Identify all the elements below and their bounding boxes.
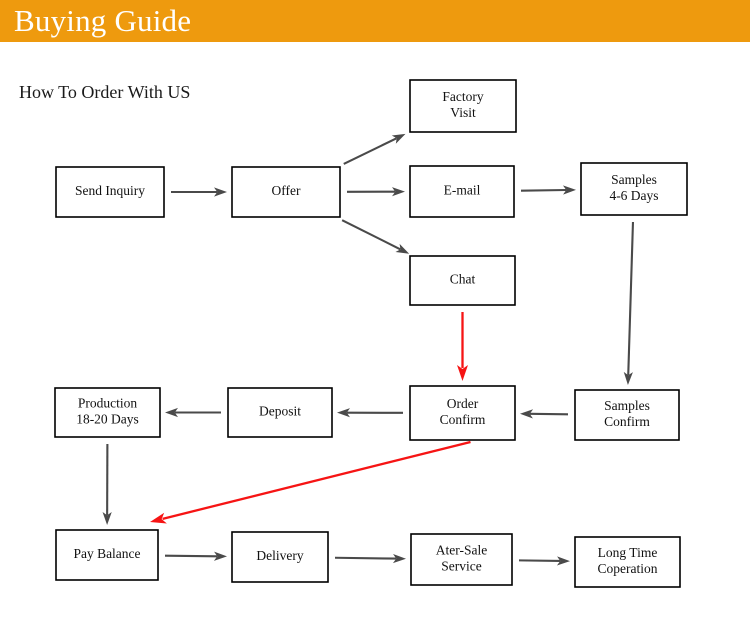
flow-node-send-inquiry[interactable]: Send Inquiry [55,166,165,218]
flow-node-email[interactable]: E-mail [409,165,515,218]
flow-node-box [574,389,680,441]
flow-node-label: Send Inquiry [75,183,145,198]
flow-node-box [580,162,688,216]
flow-edge-order-confirm-to-pay-balance [150,440,471,524]
flow-node-label: Visit [450,105,476,120]
flow-node-label: Coperation [598,561,658,576]
flow-node-label: Production [78,396,137,411]
arrow-shaft [518,559,561,563]
flow-node-box [231,166,341,218]
flow-node-label: Confirm [604,414,650,429]
flow-edge-email-to-samples-days [520,185,577,195]
flow-node-label: Offer [272,183,301,198]
flow-node-label: Samples [611,172,657,187]
arrow-head [556,556,571,566]
flow-node-label: Pay Balance [73,546,140,561]
flow-node-label: E-mail [444,183,481,198]
flow-node-label: Long Time [598,545,658,560]
arrow-head [102,511,112,526]
flow-edge-deposit-to-production [165,407,221,418]
page-header-band: Buying Guide [0,0,750,42]
flow-node-offer[interactable]: Offer [231,166,341,218]
flow-node-pay-balance[interactable]: Pay Balance [55,529,159,581]
flow-node-box [574,536,681,588]
arrow-head [391,187,406,197]
flow-node-box [409,79,517,133]
flow-edge-order-confirm-to-deposit [336,408,404,418]
arrow-head [562,185,577,195]
arrow-head [519,409,534,419]
arrow-head [395,243,410,254]
flow-node-label: 4-6 Days [609,188,658,203]
flow-node-box [409,385,516,441]
flow-node-label: 18-20 Days [76,412,139,427]
flow-edge-offer-to-factory-visit [343,133,406,165]
arrow-shaft [162,440,471,520]
flow-node-label: Factory [442,89,483,104]
section-heading: How To Order With US [19,82,191,102]
arrow-head [150,512,167,524]
flow-edge-samples-confirm-to-order-confirm [519,409,569,419]
flow-edge-pay-balance-to-delivery [164,551,228,561]
flow-node-box [54,387,161,438]
flow-edge-offer-to-email [346,187,406,197]
arrow-head [392,553,407,564]
arrow-shaft [343,137,397,165]
flow-edge-samples-days-to-samples-confirm [623,221,635,386]
flow-node-box [227,387,333,438]
flow-node-box [409,165,515,218]
flow-edge-delivery-to-ater-sale [334,553,407,564]
flow-node-box [55,529,159,581]
flow-node-label: Deposit [259,404,301,419]
arrow-head [165,407,178,418]
flow-node-label: Delivery [256,548,303,563]
arrow-head [623,371,633,386]
arrow-head [213,551,228,561]
arrow-shaft [341,219,401,251]
flow-node-box [410,533,513,586]
arrow-head [457,365,468,381]
page-title: Buying Guide [14,3,192,38]
arrow-head [336,408,351,418]
arrow-shaft [627,221,635,376]
flow-edge-chat-to-order-confirm [457,312,468,381]
flow-node-label: Service [441,559,481,574]
arrow-head [214,187,227,197]
flow-node-label: Confirm [440,412,486,427]
flow-node-label: Ater-Sale [436,543,487,558]
flow-node-delivery[interactable]: Delivery [231,531,329,583]
flow-node-box [231,531,329,583]
flow-node-box [55,166,165,218]
arrow-shaft [520,188,567,192]
flow-node-chat[interactable]: Chat [409,255,516,306]
arrow-shaft [334,556,397,560]
arrow-head [391,133,406,144]
flow-node-label: Chat [450,272,476,287]
flow-edge-send-inquiry-to-offer [171,187,227,197]
flow-edge-production-to-pay-balance [102,443,112,526]
flow-edge-offer-to-chat [341,219,410,254]
flow-node-deposit[interactable]: Deposit [227,387,333,438]
arrow-shaft [164,554,218,558]
flow-node-label: Samples [604,398,650,413]
flowchart-edges-layer [102,133,635,566]
flow-node-box [409,255,516,306]
flow-node-label: Order [447,396,479,411]
flow-edge-ater-sale-to-long-time [518,556,571,566]
